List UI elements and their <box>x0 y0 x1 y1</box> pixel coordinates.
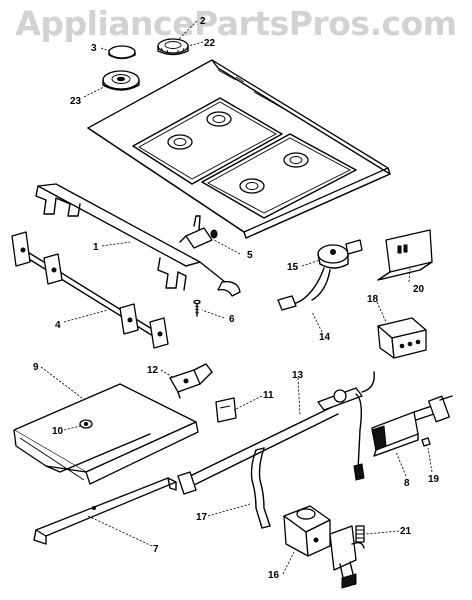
callout-20: 20 <box>413 284 425 295</box>
manifold-pipe <box>177 371 375 495</box>
orifice <box>355 525 365 543</box>
burner-cap <box>108 45 136 60</box>
callout-1: 1 <box>93 242 99 253</box>
gas-tube <box>250 447 271 529</box>
callout-23: 23 <box>70 96 82 107</box>
callout-12: 12 <box>147 365 159 376</box>
callout-19: 19 <box>428 474 440 485</box>
callout-16: 16 <box>268 570 280 581</box>
watermark: AppliancePartsPros.com <box>15 4 457 43</box>
callout-7: 7 <box>153 544 159 555</box>
manifold-bracket <box>35 183 241 297</box>
callout-22: 22 <box>204 38 216 49</box>
callout-6: 6 <box>229 314 235 325</box>
callout-21: 21 <box>400 526 412 537</box>
spark-module <box>377 317 427 359</box>
valve <box>179 215 218 249</box>
mounting-bracket <box>377 229 433 281</box>
gas-regulator <box>283 505 365 589</box>
screw <box>193 299 201 317</box>
callout-17: 17 <box>196 512 208 523</box>
igniter-switch <box>371 395 453 457</box>
burner-base <box>102 70 140 91</box>
callout-18: 18 <box>367 294 379 305</box>
callout-10: 10 <box>52 426 64 437</box>
set-screw <box>421 437 431 447</box>
burner-head <box>157 38 189 56</box>
burner-bar <box>11 231 169 349</box>
callout-8: 8 <box>404 478 410 489</box>
heat-shield <box>13 383 199 485</box>
callout-3: 3 <box>91 43 97 54</box>
spring-clip <box>169 363 213 399</box>
callout-15: 15 <box>287 262 299 273</box>
wire-clip <box>215 397 237 423</box>
callout-14: 14 <box>319 332 331 343</box>
callout-9: 9 <box>33 362 39 373</box>
callout-11: 11 <box>263 390 274 401</box>
pressure-regulator <box>277 239 363 311</box>
cooktop-panel <box>87 59 391 239</box>
callout-4: 4 <box>55 320 61 331</box>
callout-13: 13 <box>292 370 304 381</box>
callout-numbers: 3 2 22 23 1 5 6 4 15 14 20 18 12 9 10 11… <box>33 16 440 581</box>
support-bracket <box>33 477 177 545</box>
callout-5: 5 <box>247 250 253 261</box>
leader-lines <box>40 20 433 575</box>
callout-2: 2 <box>200 16 206 27</box>
retainer-clip <box>79 419 93 429</box>
